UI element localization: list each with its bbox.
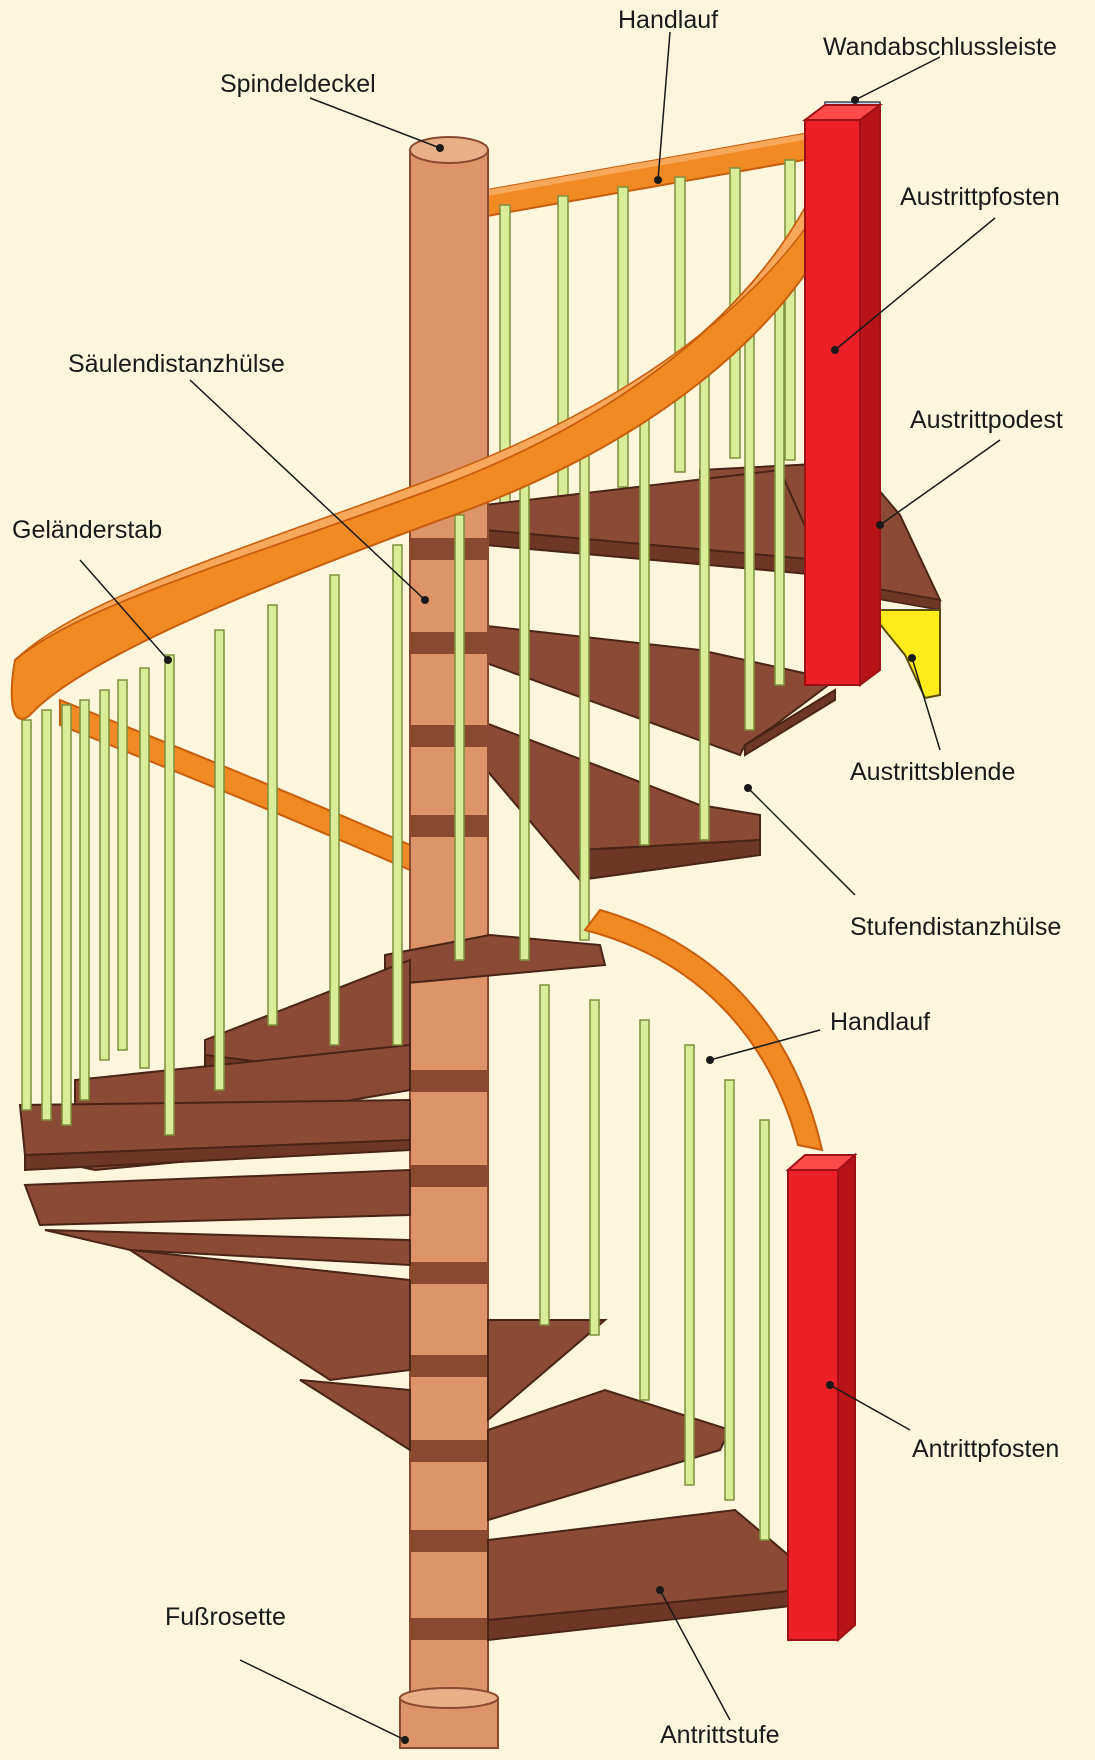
entry-post (788, 1155, 855, 1640)
label-austrittpfosten: Austrittpfosten (900, 185, 1060, 210)
label-wandabschlussleiste: Wandabschlussleiste (823, 35, 1057, 60)
label-antrittpfosten: Antrittpfosten (912, 1437, 1059, 1462)
label-handlauf-lower: Handlauf (830, 1010, 930, 1035)
label-handlauf-top: Handlauf (618, 8, 718, 33)
label-saeulendistanzhuelse: Säulendistanzhülse (68, 352, 285, 377)
label-gelaenderstab: Geländerstab (12, 518, 162, 543)
label-austrittpodest: Austrittpodest (910, 408, 1063, 433)
label-fussrosette: Fußrosette (165, 1605, 286, 1630)
label-spindeldeckel: Spindeldeckel (220, 72, 376, 97)
exit-post (805, 102, 880, 685)
foot-rosette (400, 1688, 498, 1748)
label-antrittstufe: Antrittstufe (660, 1723, 780, 1748)
label-stufendistanzhuelse: Stufendistanzhülse (850, 915, 1061, 940)
label-austrittsblende: Austrittsblende (850, 760, 1015, 785)
